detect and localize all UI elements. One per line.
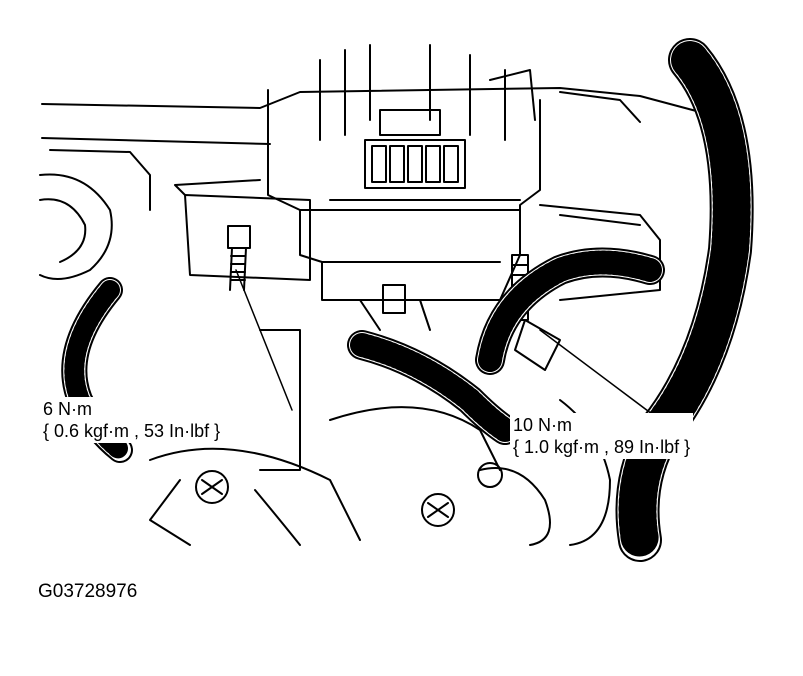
mounting-bracket	[174, 179, 661, 301]
left-torque-callout: 6 N·m { 0.6 kgf·m , 53 In·lbf }	[40, 397, 224, 443]
connector-body	[267, 44, 541, 331]
right-torque-alt-units: { 1.0 kgf·m , 89 In·lbf }	[513, 437, 691, 457]
connector-pins	[371, 145, 459, 183]
left-torque-alt-units: { 0.6 kgf·m , 53 In·lbf }	[43, 421, 221, 441]
left-torque-value: 6 N·m	[43, 399, 92, 419]
right-torque-value: 10 N·m	[513, 415, 573, 435]
figure-id: G03728976	[38, 581, 138, 602]
leader-lines	[235, 269, 661, 421]
left-bolt	[227, 225, 251, 291]
right-torque-callout: 10 N·m { 1.0 kgf·m , 89 In·lbf }	[510, 413, 694, 459]
